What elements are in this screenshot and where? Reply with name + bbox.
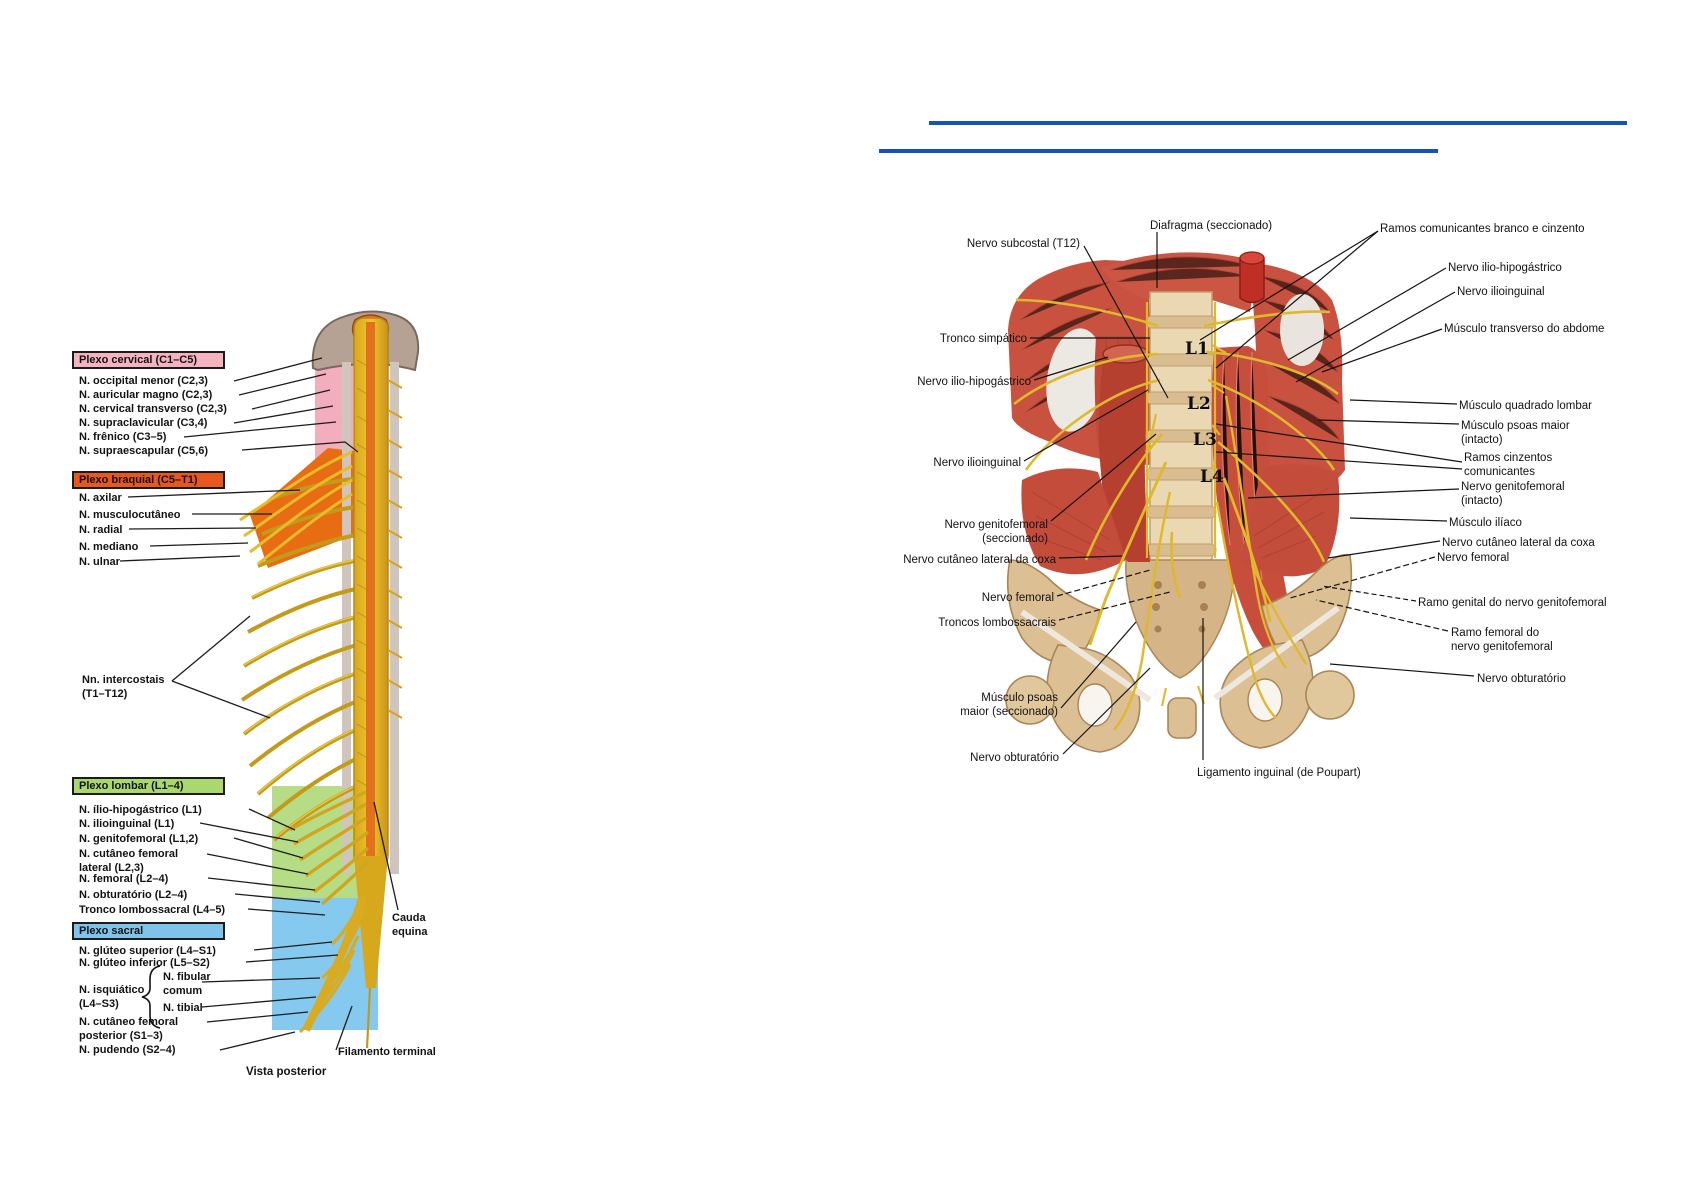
vertebra-label-l3: L3 [1193,430,1217,450]
plexus-box-lombar: Plexo lombar (L1–4) [72,777,225,795]
plexus-box-sacral: Plexo sacral [72,922,225,940]
filum-terminale [365,987,372,1049]
label-nervo-femoral-esq: Nervo femoral [981,592,1054,604]
label-cauda-equina: Cauda equina [392,912,428,938]
label-nervo-ilio-hipogastrico-dir: Nervo ilio-hipogástrico [1448,262,1562,274]
iliacus-right [1240,464,1340,577]
label-n-cutaneo-femoral-posterior: N. cutâneo femoral posterior (S1–3) [79,1016,179,1042]
cord-median-stripe [366,322,375,860]
inguinal-ligament-left [1020,609,1152,703]
label-ramo-femoral: Ramo femoral do nervo genitofemoral [1451,627,1553,653]
label-n-supraescapular: N. supraescapular (C5,6) [79,445,208,457]
left-figure-leader-lines [119,357,399,1051]
right-figure-leader-lines [1023,230,1475,760]
label-n-genitofemoral: N. genitofemoral (L1,2) [79,833,199,845]
label-n-occipital-menor: N. occipital menor (C2,3) [79,375,208,387]
fascia-right [1280,294,1324,366]
label-n-femoral: N. femoral (L2–4) [79,873,169,885]
fascia-left [1046,328,1104,432]
label-diafragma: Diafragma (seccionado) [1150,220,1273,232]
label-n-frenico: N. frênico (C3–5) [79,431,167,443]
sacral-plexus-fan [298,895,366,1034]
left-figure-caption: Vista posterior [246,1066,327,1078]
nerve-rootlets [387,379,403,719]
label-ligamento-inguinal: Ligamento inguinal (de Poupart) [1197,767,1361,779]
label-n-cutaneo-femoral-lateral: N. cutâneo femoral lateral (L2,3) [79,848,179,874]
label-n-musculocutaneo: N. musculocutâneo [79,509,181,521]
label-musculo-transverso: Músculo transverso do abdome [1444,323,1605,335]
vertebra-label-l4: L4 [1200,467,1224,487]
label-nervo-genitofemoral-intacto: Nervo genitofemoral (intacto) [1461,481,1565,507]
label-n-radial: N. radial [79,524,123,536]
brachial-plexus-strands [239,450,353,566]
label-nervo-subcostal: Nervo subcostal (T12) [966,238,1080,250]
intercostal-nerves [240,476,363,842]
conus-medullaris [354,856,388,988]
iliacus-left [1021,468,1126,575]
label-n-ulnar: N. ulnar [79,556,120,568]
label-nervo-ilio-hipogastrico-esq: Nervo ilio-hipogástrico [917,376,1031,388]
label-n-mediano: N. mediano [79,541,139,553]
plexus-box-braquial: Plexo braquial (C5–T1) [72,471,225,489]
plexus-box-cervical: Plexo cervical (C1–C5) [72,351,225,369]
label-n-auricular-magno: N. auricular magno (C2,3) [79,389,213,401]
label-n-isquiatico: N. isquiático (L4–S3) [79,984,145,1010]
vertebral-column [1149,291,1213,563]
label-ramo-genital: Ramo genital do nervo genitofemoral [1418,597,1607,609]
aorta [1239,257,1265,304]
label-n-gluteo-superior: N. glúteo superior (L4–S1) [79,945,216,957]
label-nn-intercostais: Nn. intercostais (T1–T12) [82,674,165,700]
label-ramos-cinzentos: Ramos cinzentos comunicantes [1464,452,1553,478]
label-n-tibial: N. tibial [163,1002,203,1014]
label-musculo-psoas-seccionado: Músculo psoas maior (seccionado) [960,692,1058,718]
label-n-supraclavicular: N. supraclavicular (C3,4) [79,417,208,429]
label-filamento-terminal: Filamento terminal [338,1046,436,1058]
label-n-fibular-comum: N. fibular comum [163,971,211,997]
label-n-pudendo: N. pudendo (S2–4) [79,1044,176,1056]
label-n-gluteo-inferior: N. glúteo inferior (L5–S2) [79,957,210,969]
obturator-foramen-right [1247,678,1283,722]
label-n-ilio-hipogastrico: N. ílio-hipogástrico (L1) [79,804,202,816]
label-nervo-cutaneo-lateral-esq: Nervo cutâneo lateral da coxa [903,554,1056,566]
vertebra-label-l2: L2 [1187,394,1211,414]
label-nervo-genitofemoral-esq: Nervo genitofemoral (seccionado) [944,519,1048,545]
label-ramos-comunicantes: Ramos comunicantes branco e cinzento [1380,223,1585,235]
label-n-obturatorio: N. obturatório (L2–4) [79,889,188,901]
label-n-ilioinguinal: N. ilioinguinal (L1) [79,818,175,830]
label-nervo-obturatorio-esq: Nervo obturatório [970,752,1059,764]
label-tronco-simpatico: Tronco simpático [939,333,1027,345]
obturator-foramen-left [1077,683,1113,727]
title-underline-top [929,121,1627,125]
lumbar-plexus-fan [289,790,370,906]
label-musculo-psoas-intacto: Músculo psoas maior (intacto) [1461,420,1570,446]
label-musculo-quadrado: Músculo quadrado lombar [1459,400,1592,412]
label-nervo-ilioinguinal-esq: Nervo ilioinguinal [933,457,1021,469]
label-nervo-ilioinguinal-dir: Nervo ilioinguinal [1457,286,1545,298]
sciatic-brace [141,965,161,1029]
vertebra-label-l1: L1 [1185,339,1209,359]
label-n-axilar: N. axilar [79,492,122,504]
label-n-cervical-transverso: N. cervical transverso (C2,3) [79,403,227,415]
label-nervo-obturatorio-dir: Nervo obturatório [1477,673,1566,685]
title-underline-bottom [879,149,1438,153]
label-troncos-lombossacrais: Troncos lombossacrais [938,617,1056,629]
lumbar-plexus-illustration [1005,230,1475,760]
label-nervo-femoral-dir: Nervo femoral [1437,552,1510,564]
label-tronco-lombossacral: Tronco lombossacral (L4–5) [79,904,226,916]
spinal-cord-illustration [119,310,420,1051]
label-musculo-iliaco: Músculo ilíaco [1449,517,1522,529]
label-nervo-cutaneo-lateral-dir: Nervo cutâneo lateral da coxa [1442,537,1595,549]
